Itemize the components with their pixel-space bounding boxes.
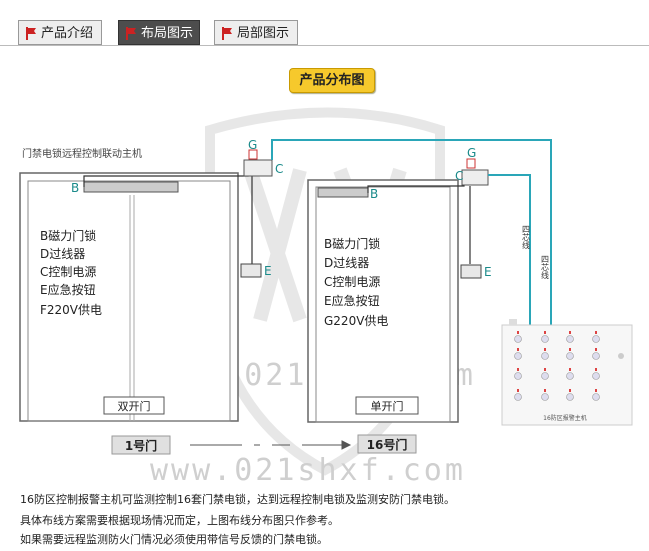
door2-number: 16号门 bbox=[367, 437, 408, 452]
marker-b-2: B bbox=[370, 187, 378, 201]
panel-indicator bbox=[592, 352, 600, 360]
panel-indicator bbox=[541, 352, 549, 360]
bottom-line-1: 具体布线方案需要根据现场情况而定，上图布线分布图只作参考。 bbox=[20, 514, 339, 527]
door1-line-2: C控制电源 bbox=[40, 265, 96, 279]
door2-line-4: G220V供电 bbox=[324, 314, 388, 328]
panel-led bbox=[544, 368, 546, 371]
watermark-text-1: www.021shxf.com bbox=[160, 358, 476, 393]
tab-divider bbox=[0, 45, 649, 46]
door1-number-box bbox=[111, 435, 171, 455]
door2-number-box bbox=[357, 434, 417, 454]
panel-indicator bbox=[566, 335, 574, 343]
panel-indicator bbox=[514, 393, 522, 401]
panel-led bbox=[595, 331, 597, 334]
alarm-panel: 16防区报警主机 bbox=[501, 319, 633, 426]
marker-g-1: G bbox=[248, 138, 257, 152]
panel-led bbox=[595, 368, 597, 371]
door1-line-3: E应急按钮 bbox=[40, 282, 96, 297]
wire-label-right: 四芯线 bbox=[541, 255, 550, 279]
panel-led bbox=[569, 331, 571, 334]
g-plug-1 bbox=[248, 149, 258, 160]
flag-icon bbox=[222, 27, 232, 40]
marker-e-2: E bbox=[484, 265, 492, 279]
tab-layout-diagram[interactable]: 布局图示 bbox=[118, 20, 200, 45]
emergency-button-2 bbox=[460, 264, 482, 279]
tab-label: 布局图示 bbox=[141, 26, 194, 41]
tab-label: 局部图示 bbox=[237, 26, 290, 41]
door1-line-4: F220V供电 bbox=[40, 303, 102, 317]
wire-label-left: 四芯线 bbox=[522, 225, 531, 249]
door1-line-1: D过线器 bbox=[40, 247, 85, 261]
door2-line-2: C控制电源 bbox=[324, 275, 380, 289]
watermark-shield bbox=[205, 107, 445, 476]
sequence-arrow bbox=[190, 440, 352, 450]
wiring-door2 bbox=[367, 175, 471, 264]
door-2: B磁力门锁 D过线器 C控制电源 E应急按钮 G220V供电 单开门 bbox=[307, 179, 459, 423]
g-plug-2 bbox=[466, 158, 476, 169]
tab-label: 产品介绍 bbox=[41, 26, 94, 41]
marker-b-1: B bbox=[71, 181, 79, 195]
panel-indicator bbox=[566, 393, 574, 401]
marker-e-1: E bbox=[264, 264, 272, 278]
panel-indicator bbox=[566, 372, 574, 380]
door2-line-1: D过线器 bbox=[324, 256, 369, 270]
panel-led bbox=[569, 389, 571, 392]
panel-indicator bbox=[514, 372, 522, 380]
panel-led bbox=[544, 331, 546, 334]
panel-led bbox=[517, 348, 519, 351]
marker-c-2: C bbox=[455, 169, 463, 183]
panel-led bbox=[517, 331, 519, 334]
door2-line-0: B磁力门锁 bbox=[324, 236, 380, 251]
door2-line-3: E应急按钮 bbox=[324, 293, 380, 308]
panel-led bbox=[595, 348, 597, 351]
watermark-text-2: www.021shxf.com bbox=[150, 453, 466, 488]
panel-led bbox=[517, 389, 519, 392]
tab-product-intro[interactable]: 产品介绍 bbox=[18, 20, 102, 45]
product-distribution-title: 产品分布图 bbox=[289, 68, 375, 93]
door-1: B磁力门锁 D过线器 C控制电源 E应急按钮 F220V供电 双开门 bbox=[19, 172, 239, 422]
panel-indicator bbox=[514, 352, 522, 360]
tab-bar: 产品介绍 布局图示 局部图示 bbox=[0, 0, 649, 48]
panel-indicator bbox=[541, 335, 549, 343]
flag-icon bbox=[26, 27, 36, 40]
panel-indicator bbox=[592, 335, 600, 343]
panel-indicator bbox=[566, 352, 574, 360]
panel-indicator bbox=[514, 335, 522, 343]
door1-number: 1号门 bbox=[125, 438, 157, 453]
tab-partial-diagram[interactable]: 局部图示 bbox=[214, 20, 298, 45]
panel-caption: 16防区报警主机 bbox=[543, 414, 587, 422]
four-core-wires bbox=[271, 139, 552, 325]
panel-indicator bbox=[541, 393, 549, 401]
door1-line-0: B磁力门锁 bbox=[40, 228, 96, 243]
panel-led bbox=[544, 389, 546, 392]
wiring-door1 bbox=[83, 170, 253, 264]
panel-led bbox=[517, 368, 519, 371]
door2-type: 单开门 bbox=[371, 399, 404, 413]
panel-led bbox=[569, 368, 571, 371]
bottom-line-2: 如果需要远程监测防火门情况必须使用带信号反馈的门禁电锁。 bbox=[20, 533, 328, 546]
panel-indicator bbox=[541, 372, 549, 380]
control-box-1 bbox=[243, 159, 273, 177]
panel-led bbox=[544, 348, 546, 351]
marker-g-2: G bbox=[467, 146, 476, 160]
door1-type: 双开门 bbox=[118, 399, 151, 413]
panel-led bbox=[569, 348, 571, 351]
panel-indicator bbox=[592, 393, 600, 401]
marker-c-1: C bbox=[275, 162, 283, 176]
control-box-2 bbox=[461, 169, 489, 186]
flag-icon bbox=[126, 27, 136, 40]
host-label: 门禁电锁远程控制联动主机 bbox=[22, 147, 142, 160]
panel-indicator bbox=[592, 372, 600, 380]
bottom-line-0: 16防区控制报警主机可监测控制16套门禁电锁，达到远程控制电锁及监测安防门禁电锁… bbox=[20, 493, 455, 506]
panel-led bbox=[595, 389, 597, 392]
emergency-button-1 bbox=[240, 263, 262, 278]
